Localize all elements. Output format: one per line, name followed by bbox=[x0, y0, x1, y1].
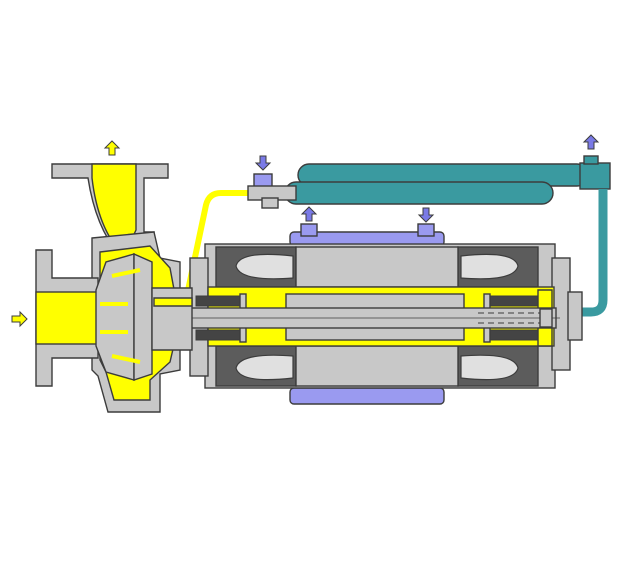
heat-exchanger-cap bbox=[583, 155, 599, 165]
flow-arrows bbox=[11, 134, 600, 328]
stator-core-bottom bbox=[295, 345, 459, 387]
front-bearing-top bbox=[195, 295, 243, 307]
heat-exchanger-block bbox=[579, 162, 611, 190]
coolant-connector bbox=[183, 173, 297, 301]
rear-bearing-top bbox=[489, 295, 539, 307]
coolant-inlet-arrow bbox=[254, 155, 272, 171]
discharge-flow-arrow bbox=[103, 140, 121, 156]
winding-loop-bottom-right bbox=[460, 354, 519, 381]
suction-passage bbox=[35, 291, 101, 345]
jacket-bottom bbox=[289, 387, 445, 405]
winding-loop-top-left bbox=[235, 253, 294, 280]
jacket-outlet-arrow bbox=[417, 207, 435, 223]
impeller-vanes bbox=[100, 268, 141, 364]
shaft-end-nut bbox=[539, 308, 553, 328]
suction-flow-arrow bbox=[11, 310, 28, 328]
cooling-pipe-lower bbox=[284, 181, 554, 205]
winding-loop-top-right bbox=[460, 253, 519, 280]
stator-core-top bbox=[295, 246, 459, 288]
winding-loop-bottom-left bbox=[235, 354, 294, 381]
jacket-nozzle-left bbox=[300, 223, 318, 237]
rear-bearing-bottom bbox=[489, 329, 539, 341]
rear-end-cap bbox=[567, 291, 583, 341]
impeller-shroud bbox=[133, 252, 153, 381]
cooling-circuit bbox=[284, 155, 611, 317]
pump-casing bbox=[35, 163, 193, 413]
coolant-fitting-nut bbox=[261, 197, 279, 209]
cooling-return-pipe bbox=[572, 189, 608, 317]
coolant-outlet-arrow bbox=[582, 134, 600, 150]
jacket-nozzle-right bbox=[417, 223, 435, 237]
coolant-tube bbox=[183, 190, 252, 301]
casing-cover-channel bbox=[153, 297, 193, 307]
front-bearing-bottom bbox=[195, 329, 243, 341]
jacket-inlet-arrow bbox=[300, 206, 318, 222]
